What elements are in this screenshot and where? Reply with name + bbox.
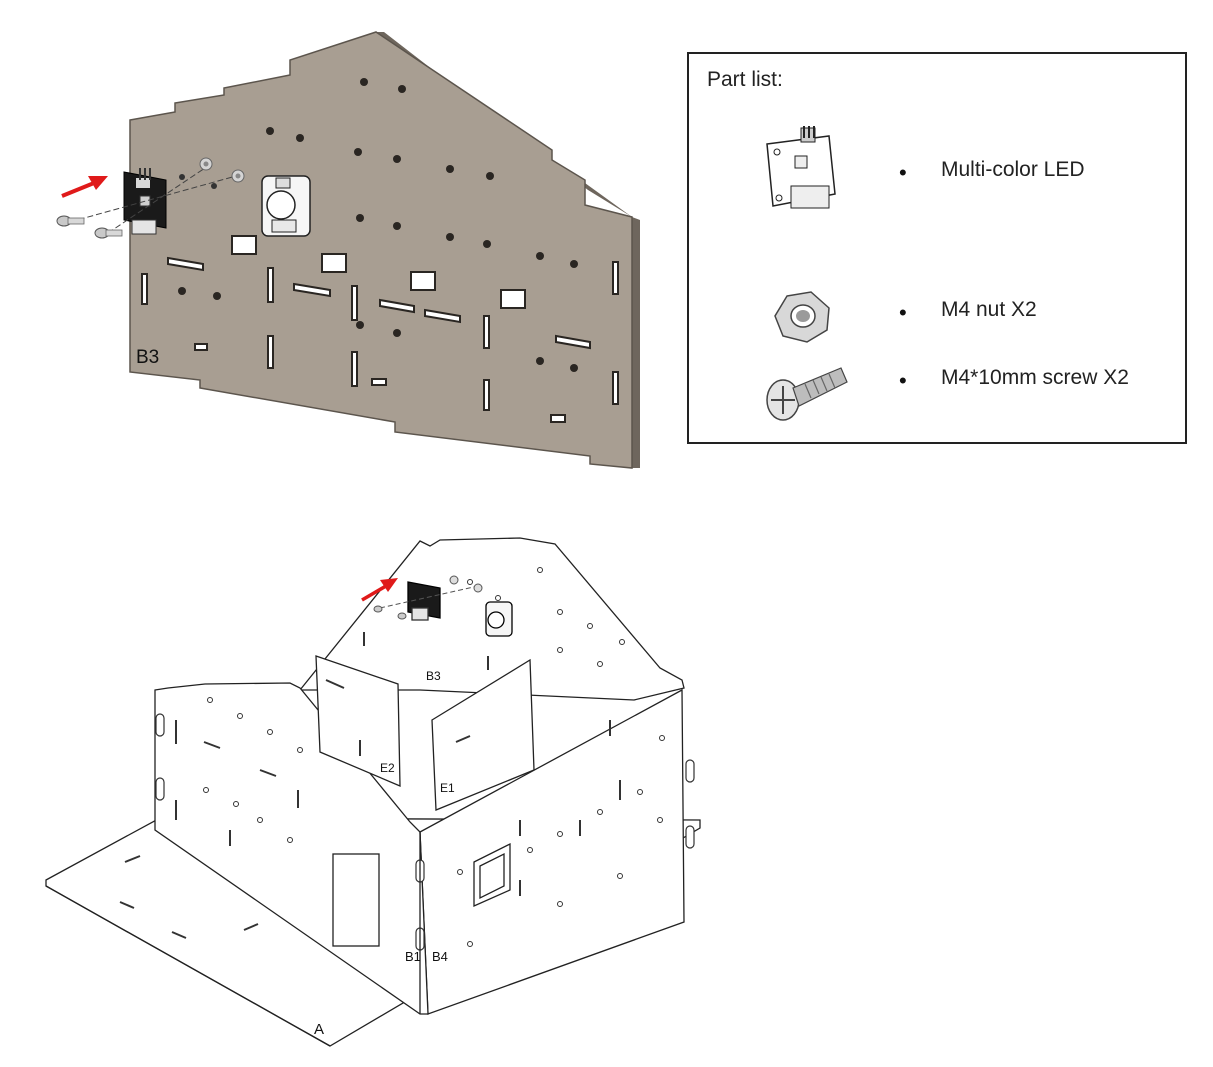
hex-nut-icon [231, 169, 245, 183]
base-label-a: A [314, 1021, 324, 1038]
bullet: • [899, 160, 907, 185]
screw-icon [56, 215, 85, 227]
panel-label-b3: B3 [136, 347, 159, 368]
led-module-icon [766, 126, 836, 209]
house-assembly [45, 537, 701, 1047]
panel-slots [141, 235, 619, 423]
mounted-led-preview [261, 175, 311, 237]
b3-panel [129, 31, 633, 469]
house-hardware [373, 575, 483, 620]
led-module-on-house [407, 581, 513, 637]
part-item-nut: • M4 nut X2 [689, 276, 1185, 366]
panel-holes [178, 78, 578, 372]
part-item-led: • Multi-color LED [689, 126, 1185, 216]
insert-arrow-icon [61, 176, 108, 198]
house-label-b3: B3 [426, 669, 441, 683]
bullet: • [899, 368, 907, 393]
screw-icon [766, 367, 848, 421]
part-item-label: M4 nut X2 [941, 298, 1037, 321]
hex-nut-icon [199, 157, 213, 171]
house-insert-arrow-icon [361, 584, 387, 602]
house-label-b1: B1 [405, 949, 421, 964]
part-list-title: Part list: [707, 68, 783, 91]
house-label-b4: B4 [432, 949, 448, 964]
part-item-label: Multi-color LED [941, 158, 1085, 181]
house-label-e1: E1 [440, 781, 455, 795]
hardware-exploded [56, 157, 245, 239]
part-list-box: Part list: • Multi-color LED • M4 nut X2 [687, 52, 1187, 444]
divider-e1 [431, 658, 535, 811]
screw-icon [94, 227, 123, 239]
part-item-label: M4*10mm screw X2 [941, 366, 1129, 389]
b3-panel-exploded-view: B3 [56, 31, 640, 469]
house-label-e2: E2 [380, 761, 395, 775]
door [332, 853, 380, 947]
divider-e2 [315, 655, 401, 787]
part-item-screw: • M4*10mm screw X2 [689, 350, 1185, 440]
bullet: • [899, 300, 907, 325]
hex-nut-icon [774, 291, 830, 343]
